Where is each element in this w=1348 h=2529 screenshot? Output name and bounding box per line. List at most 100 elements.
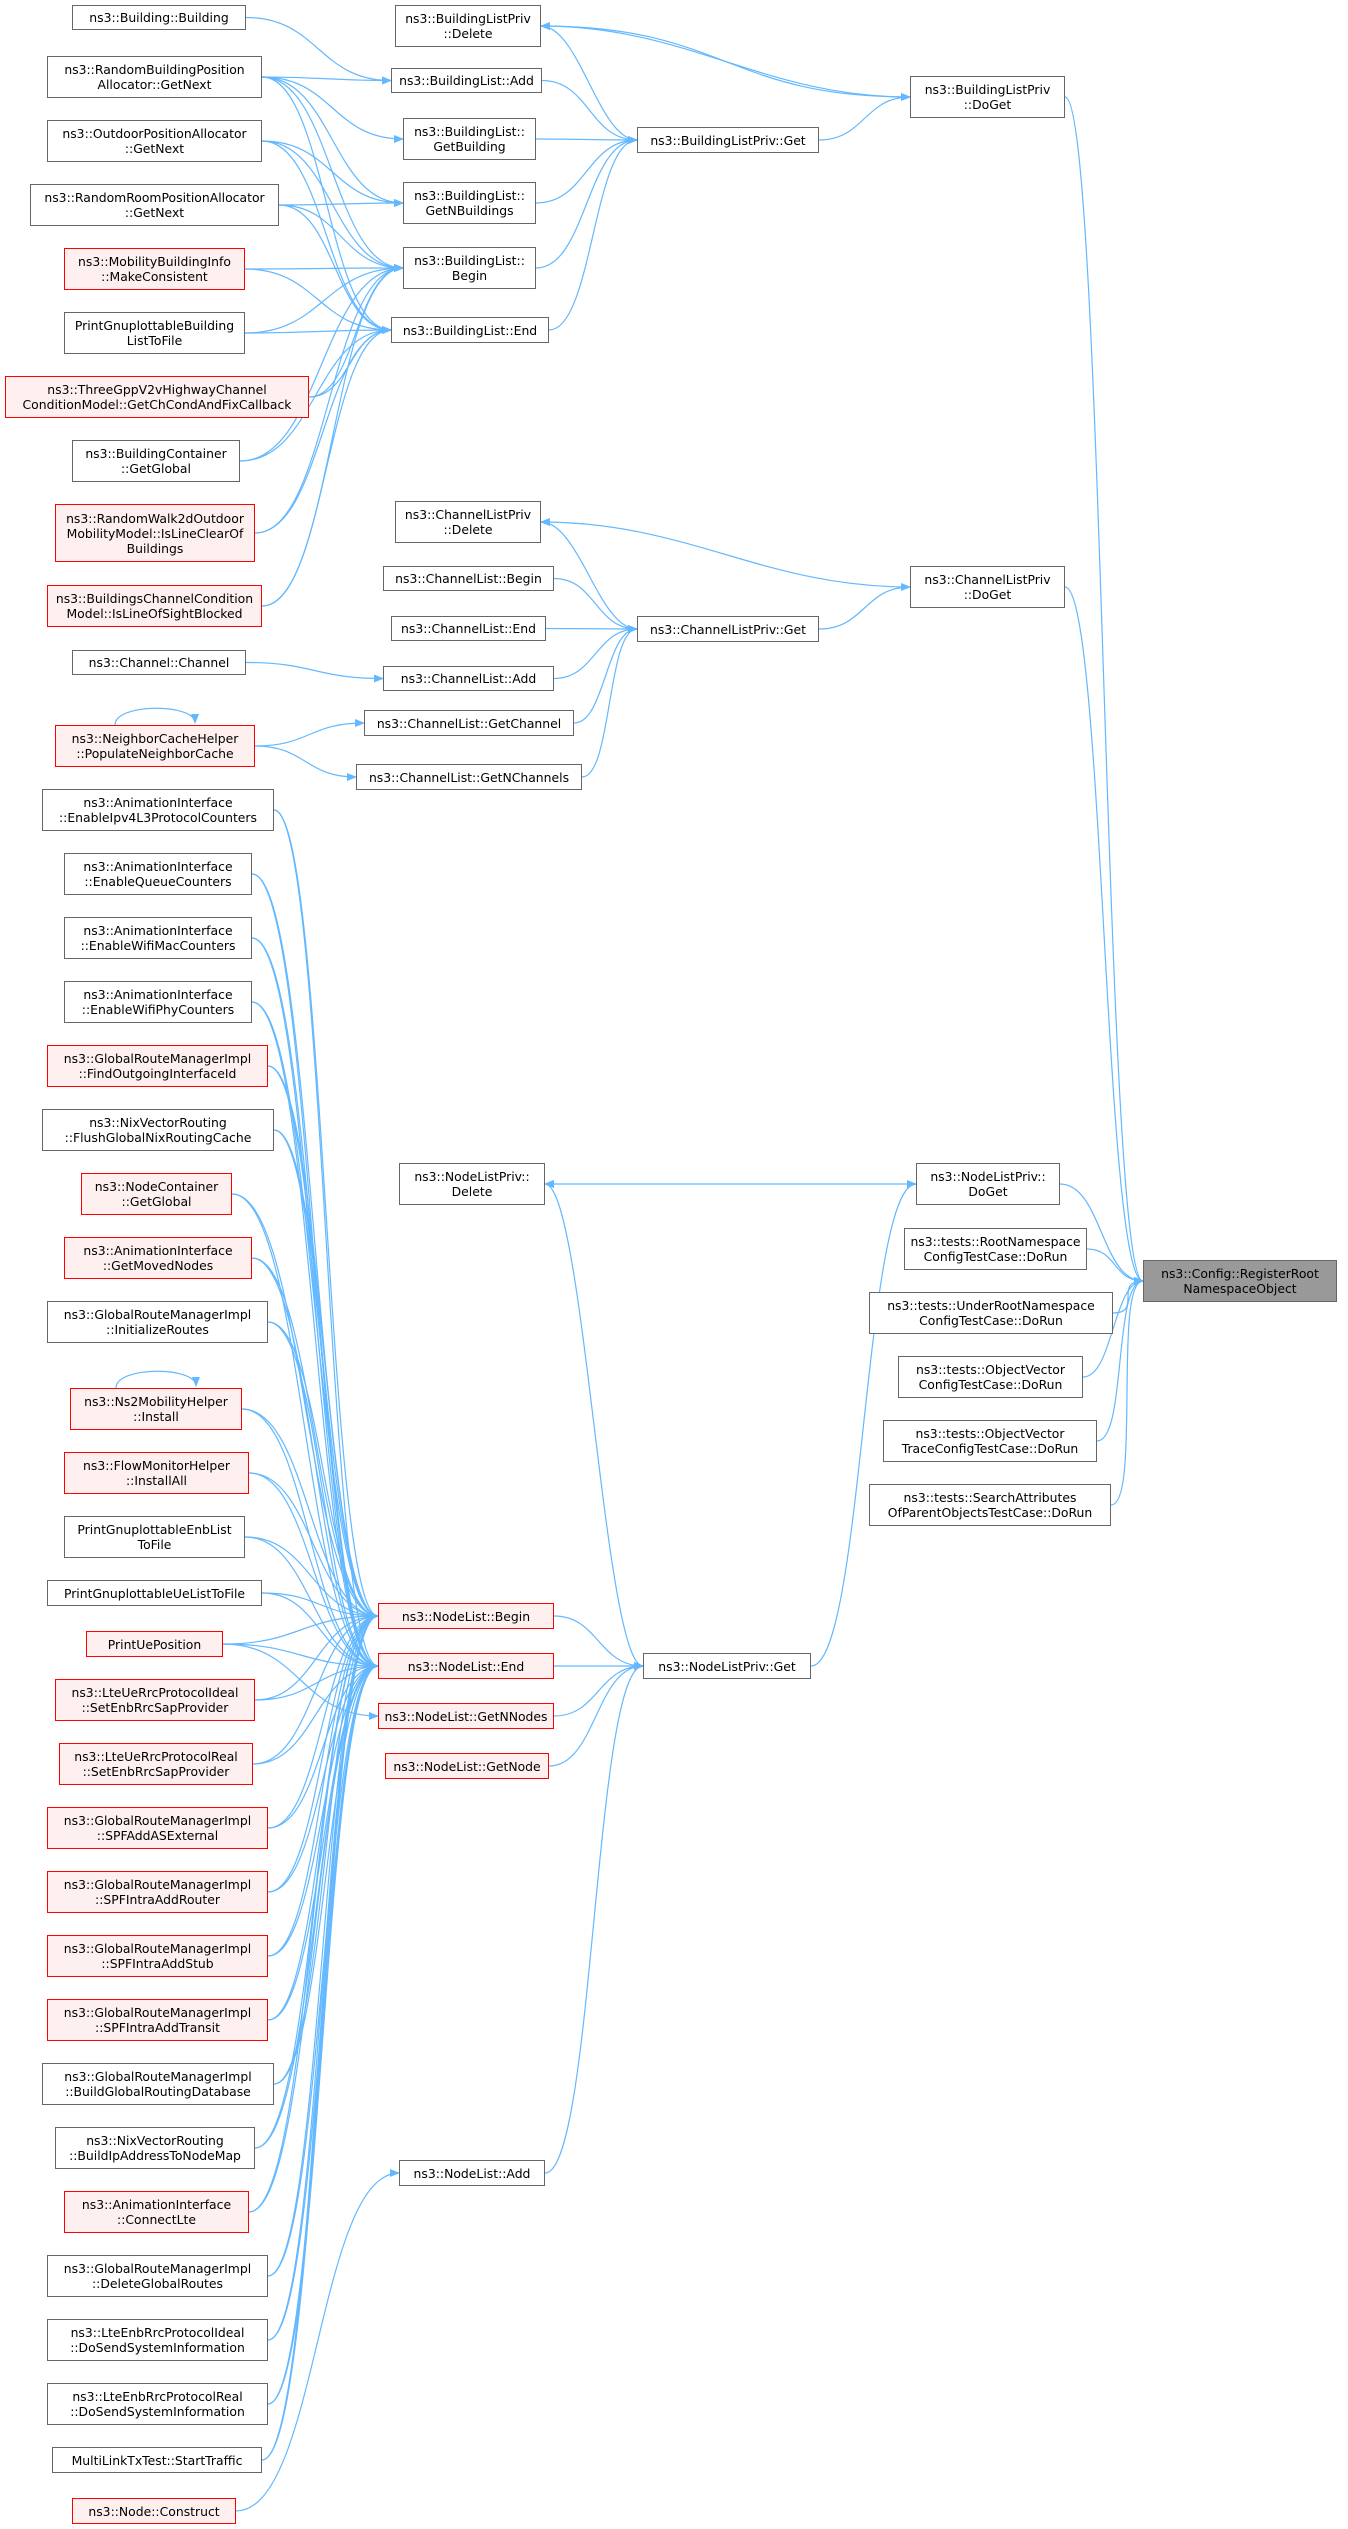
edge-rbpa-to-bl-getbuilding	[261, 76, 404, 143]
graph-node-lte-enb-ideal[interactable]: ns3::LteEnbRrcProtocolIdeal ::DoSendSyst…	[47, 2319, 268, 2361]
edge-nlp-doget-to-root	[1059, 1183, 1144, 1285]
graph-node-lte-ideal-sap[interactable]: ns3::LteUeRrcProtocolIdeal ::SetEnbRrcSa…	[55, 1679, 255, 1721]
edge-nl-add-to-nlp-get	[544, 1662, 644, 2174]
graph-node-grm-build[interactable]: ns3::GlobalRouteManagerImpl ::BuildGloba…	[42, 2063, 274, 2105]
edge-pgbl-to-bl-end	[244, 326, 392, 335]
graph-node-t-under[interactable]: ns3::tests::UnderRootNamespace ConfigTes…	[869, 1292, 1113, 1334]
graph-node-t-objvectrace[interactable]: ns3::tests::ObjectVector TraceConfigTest…	[883, 1420, 1097, 1462]
graph-node-ai-lte[interactable]: ns3::AnimationInterface ::ConnectLte	[64, 2191, 249, 2233]
graph-node-tgpp[interactable]: ns3::ThreeGppV2vHighwayChannel Condition…	[5, 376, 309, 418]
edge-rrpa-to-bl-begin	[278, 204, 404, 272]
edge-cl-end-to-clp-get	[545, 624, 638, 633]
graph-node-ai-wifimac[interactable]: ns3::AnimationInterface ::EnableWifiMacC…	[64, 917, 252, 959]
graph-node-bl-end[interactable]: ns3::BuildingList::End	[391, 317, 549, 343]
graph-node-cl-add[interactable]: ns3::ChannelList::Add	[383, 666, 554, 691]
graph-node-rw2d[interactable]: ns3::RandomWalk2dOutdoor MobilityModel::…	[55, 504, 255, 562]
graph-node-nch[interactable]: ns3::NeighborCacheHelper ::PopulateNeigh…	[55, 725, 255, 767]
graph-node-nl-getnode[interactable]: ns3::NodeList::GetNode	[385, 1753, 549, 1779]
edge-lte-enb-ideal-to-nl-begin	[267, 1612, 379, 2341]
graph-node-grm-init[interactable]: ns3::GlobalRouteManagerImpl ::Initialize…	[47, 1301, 268, 1343]
graph-node-nlp-get[interactable]: ns3::NodeListPriv::Get	[643, 1653, 811, 1679]
graph-node-lte-enb-real[interactable]: ns3::LteEnbRrcProtocolReal ::DoSendSyste…	[47, 2383, 268, 2425]
graph-node-nix-build[interactable]: ns3::NixVectorRouting ::BuildIpAddressTo…	[55, 2127, 255, 2169]
edge-bl-add-to-blp-get	[541, 79, 638, 144]
graph-node-root: ns3::Config::RegisterRoot NamespaceObjec…	[1143, 1260, 1337, 1302]
graph-node-ns2[interactable]: ns3::Ns2MobilityHelper ::Install	[70, 1388, 242, 1430]
graph-node-pgbl[interactable]: PrintGnuplottableBuilding ListToFile	[64, 312, 245, 354]
graph-node-opa[interactable]: ns3::OutdoorPositionAllocator ::GetNext	[47, 120, 262, 162]
edge-grm-ase-to-nl-begin	[267, 1612, 379, 1829]
graph-node-bccm[interactable]: ns3::BuildingsChannelCondition Model::Is…	[47, 585, 262, 627]
graph-node-blp-doget[interactable]: ns3::BuildingListPriv ::DoGet	[910, 76, 1065, 118]
graph-node-nc-global[interactable]: ns3::NodeContainer ::GetGlobal	[81, 1173, 232, 1215]
graph-node-t-objvec[interactable]: ns3::tests::ObjectVector ConfigTestCase:…	[898, 1356, 1083, 1398]
graph-node-bl-begin[interactable]: ns3::BuildingList:: Begin	[403, 247, 536, 289]
edge-lte-enb-ideal-to-nl-end	[267, 1662, 379, 2341]
graph-node-grm-stub[interactable]: ns3::GlobalRouteManagerImpl ::SPFIntraAd…	[47, 1935, 268, 1977]
graph-node-grm-ase[interactable]: ns3::GlobalRouteManagerImpl ::SPFAddASEx…	[47, 1807, 268, 1849]
graph-node-nl-add[interactable]: ns3::NodeList::Add	[399, 2160, 545, 2186]
edge-grm-delete-to-nl-end	[267, 1662, 379, 2277]
graph-node-grm-transit[interactable]: ns3::GlobalRouteManagerImpl ::SPFIntraAd…	[47, 1999, 268, 2041]
graph-node-grm-find[interactable]: ns3::GlobalRouteManagerImpl ::FindOutgoi…	[47, 1045, 268, 1087]
graph-node-clp-get[interactable]: ns3::ChannelListPriv::Get	[637, 616, 819, 642]
graph-node-mltx[interactable]: MultiLinkTxTest::StartTraffic	[52, 2447, 262, 2473]
edge-t-under-to-root	[1112, 1277, 1144, 1314]
graph-node-nl-begin[interactable]: ns3::NodeList::Begin	[378, 1603, 554, 1629]
edge-ns2-to-nl-begin	[241, 1408, 379, 1620]
graph-node-clp-doget[interactable]: ns3::ChannelListPriv ::DoGet	[910, 566, 1065, 608]
edge-ns2-to-nl-end	[241, 1408, 379, 1670]
graph-node-pgenb[interactable]: PrintGnuplottableEnbList ToFile	[64, 1516, 245, 1558]
edge-blp-get-to-blp-doget	[818, 93, 911, 141]
graph-node-pgue[interactable]: PrintGnuplottableUeListToFile	[47, 1580, 262, 1606]
graph-node-ch-channel[interactable]: ns3::Channel::Channel	[72, 650, 246, 675]
graph-node-clp-delete[interactable]: ns3::ChannelListPriv ::Delete	[395, 501, 541, 543]
graph-node-ai-wifiphy[interactable]: ns3::AnimationInterface ::EnableWifiPhyC…	[64, 981, 252, 1023]
edge-b-building-to-bl-add	[245, 16, 392, 85]
graph-node-grm-delete[interactable]: ns3::GlobalRouteManagerImpl ::DeleteGlob…	[47, 2255, 268, 2297]
graph-node-t-root[interactable]: ns3::tests::RootNamespace ConfigTestCase…	[904, 1228, 1087, 1270]
graph-node-rbpa[interactable]: ns3::RandomBuildingPosition Allocator::G…	[47, 56, 262, 98]
graph-node-nl-getn[interactable]: ns3::NodeList::GetNNodes	[378, 1703, 554, 1729]
edge-mbi-to-bl-begin	[244, 264, 404, 273]
edge-grm-stub-to-nl-end	[267, 1662, 379, 1957]
graph-node-bl-add[interactable]: ns3::BuildingList::Add	[391, 68, 542, 93]
graph-node-bc-global[interactable]: ns3::BuildingContainer ::GetGlobal	[72, 440, 240, 482]
graph-node-blp-get[interactable]: ns3::BuildingListPriv::Get	[637, 127, 819, 153]
graph-node-ai-moved[interactable]: ns3::AnimationInterface ::GetMovedNodes	[64, 1237, 252, 1279]
graph-node-bl-getbuilding[interactable]: ns3::BuildingList:: GetBuilding	[403, 118, 536, 160]
graph-node-t-search[interactable]: ns3::tests::SearchAttributes OfParentObj…	[869, 1484, 1111, 1526]
graph-node-blp-delete[interactable]: ns3::BuildingListPriv ::Delete	[395, 5, 541, 47]
graph-node-node-construct[interactable]: ns3::Node::Construct	[72, 2498, 236, 2524]
graph-node-cl-end[interactable]: ns3::ChannelList::End	[391, 616, 546, 641]
edge-cl-getch-to-clp-get	[573, 625, 638, 724]
graph-node-nl-end[interactable]: ns3::NodeList::End	[378, 1653, 554, 1679]
edge-nix-flush-to-nl-begin	[273, 1129, 379, 1620]
graph-node-mbi[interactable]: ns3::MobilityBuildingInfo ::MakeConsiste…	[64, 248, 245, 290]
edge-ai-wifiphy-to-nl-end	[251, 1001, 379, 1670]
graph-node-lte-real-sap[interactable]: ns3::LteUeRrcProtocolReal ::SetEnbRrcSap…	[59, 1743, 253, 1785]
edge-t-objvec-to-root	[1082, 1277, 1144, 1378]
graph-node-grm-router[interactable]: ns3::GlobalRouteManagerImpl ::SPFIntraAd…	[47, 1871, 268, 1913]
graph-node-ai-ipv4[interactable]: ns3::AnimationInterface ::EnableIpv4L3Pr…	[42, 789, 274, 831]
graph-node-pue[interactable]: PrintUePosition	[86, 1631, 223, 1657]
graph-node-nix-flush[interactable]: ns3::NixVectorRouting ::FlushGlobalNixRo…	[42, 1109, 274, 1151]
graph-node-bl-getn[interactable]: ns3::BuildingList:: GetNBuildings	[403, 182, 536, 224]
edge-grm-init-to-nl-begin	[267, 1321, 379, 1620]
edge-fmh-to-nl-begin	[248, 1472, 379, 1620]
edge-nl-begin-to-nlp-get	[553, 1615, 644, 1670]
graph-node-nlp-delete[interactable]: ns3::NodeListPriv:: Delete	[399, 1163, 545, 1205]
graph-node-ai-queue[interactable]: ns3::AnimationInterface ::EnableQueueCou…	[64, 853, 252, 895]
edge-lte-real-sap-to-nl-end	[252, 1662, 379, 1765]
graph-node-cl-getn[interactable]: ns3::ChannelList::GetNChannels	[356, 764, 582, 790]
graph-node-cl-getch[interactable]: ns3::ChannelList::GetChannel	[364, 710, 574, 736]
graph-node-rrpa[interactable]: ns3::RandomRoomPositionAllocator ::GetNe…	[30, 184, 279, 226]
graph-node-cl-begin[interactable]: ns3::ChannelList::Begin	[383, 566, 554, 591]
graph-node-nlp-doget[interactable]: ns3::NodeListPriv:: DoGet	[916, 1163, 1060, 1205]
edge-cl-begin-to-clp-get	[553, 577, 638, 633]
graph-node-b-building[interactable]: ns3::Building::Building	[72, 5, 246, 30]
edge-grm-ase-to-nl-end	[267, 1662, 379, 1829]
graph-node-fmh[interactable]: ns3::FlowMonitorHelper ::InstallAll	[64, 1452, 249, 1494]
edge-blp-doget-to-root	[1064, 96, 1144, 1285]
